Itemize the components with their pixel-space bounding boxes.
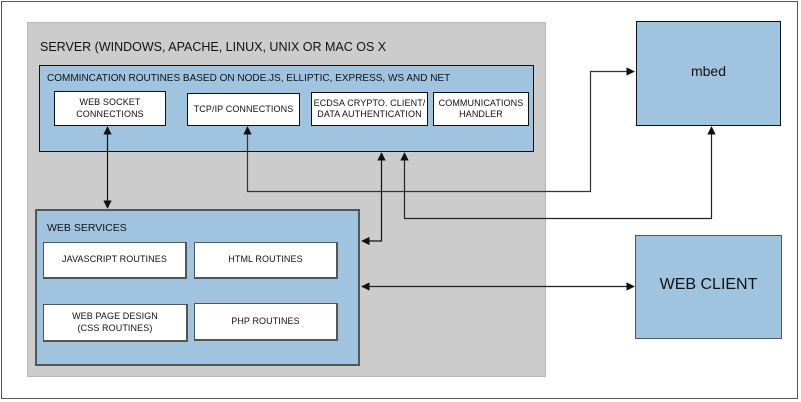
module-label: JAVASCRIPT ROUTINES: [62, 254, 167, 265]
connector-comm-mbed: [400, 126, 716, 220]
module-web-page-design: WEB PAGE DESIGN(CSS ROUTINES): [43, 304, 188, 342]
module-javascript-routines: JAVASCRIPT ROUTINES: [43, 242, 187, 279]
module-label-line2: (CSS ROUTINES): [77, 322, 153, 333]
module-html-routines: HTML ROUTINES: [194, 242, 338, 279]
web-services-title: WEB SERVICES: [47, 222, 127, 234]
module-label: PHP ROUTINES: [231, 315, 300, 326]
mbed-label: mbed: [690, 63, 727, 79]
module-label-line2: CONNECTIONS: [76, 108, 144, 119]
module-label: HTML ROUTINES: [228, 254, 303, 265]
mbed-block: mbed: [636, 21, 781, 126]
module-php-routines: PHP ROUTINES: [194, 303, 338, 341]
connector-comm-webservices: [361, 152, 386, 246]
module-label-line1: WEB SOCKET: [79, 97, 141, 107]
web-client-label: WEB CLIENT: [659, 276, 758, 293]
connector-tcpip-mbed: [243, 67, 635, 193]
web-client-block: WEB CLIENT: [635, 235, 782, 339]
module-label-line1: WEB PAGE DESIGN: [72, 311, 158, 321]
server-title: SERVER (WINDOWS, APACHE, LINUX, UNIX OR …: [40, 40, 387, 54]
